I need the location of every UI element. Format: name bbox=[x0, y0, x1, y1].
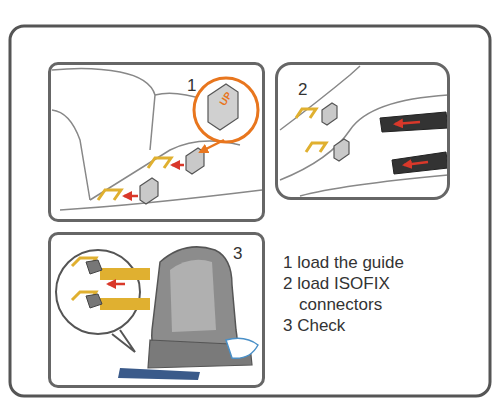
step-text: 1 load the guide bbox=[283, 252, 499, 273]
step-panel: 1 bbox=[48, 62, 265, 222]
seat-scene-2 bbox=[280, 66, 448, 196]
step-text: 2 load ISOFIX connectors bbox=[283, 273, 459, 315]
step-text: 3 Check bbox=[283, 315, 499, 336]
child-seat-scene bbox=[56, 247, 258, 380]
seat-scene-1 bbox=[52, 68, 262, 210]
step-panel: 2 bbox=[275, 62, 450, 200]
step-number: 2 bbox=[298, 81, 307, 98]
outer-frame bbox=[10, 26, 490, 396]
step-panel: 3 bbox=[48, 232, 265, 388]
step-number: 1 bbox=[187, 77, 196, 94]
step-number: 3 bbox=[233, 245, 242, 262]
orientation-mark: UP bbox=[218, 90, 234, 107]
